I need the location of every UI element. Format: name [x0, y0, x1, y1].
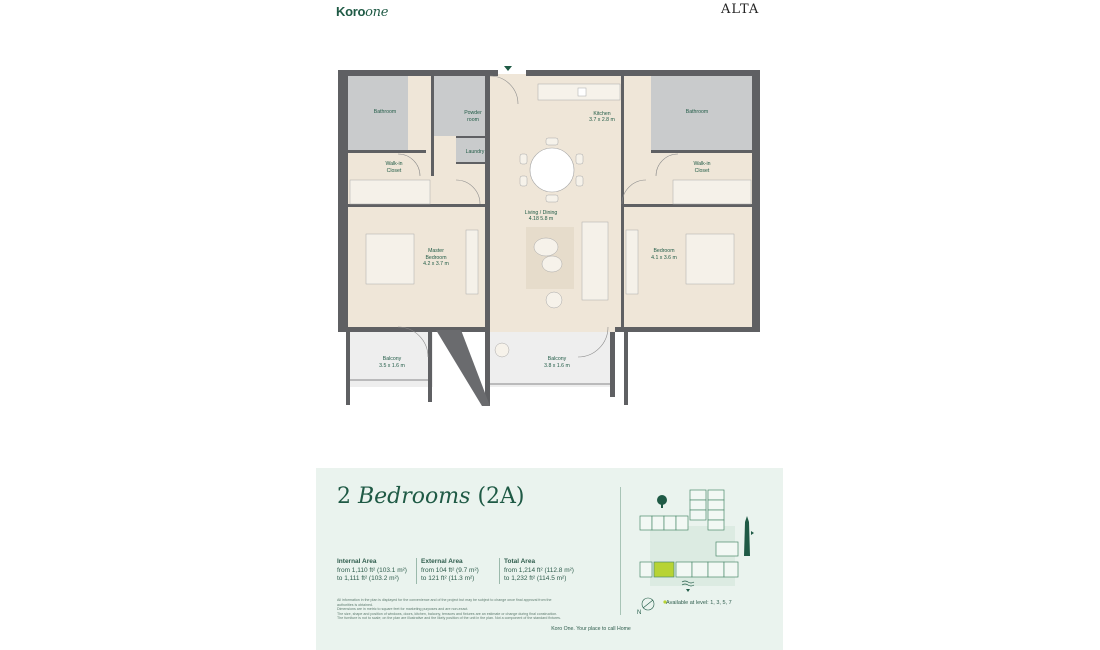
label-bedroom: Bedroom: [653, 248, 674, 254]
label-bedroom-size: 4.1 x 3.6 m: [651, 255, 677, 261]
bathroom-left-floor: [348, 74, 408, 150]
tree-icon: [657, 495, 667, 505]
label-bathroom-right: Bathroom: [686, 109, 709, 115]
unit-title: 2 Bedrooms (2A): [337, 484, 525, 509]
label-walkin-left: Walk-in: [385, 161, 402, 167]
unit-highlight: [653, 561, 675, 578]
laundry-floor: [456, 138, 486, 162]
label-living: Living / Dining: [525, 210, 558, 216]
tower-icon: [744, 516, 750, 556]
availability-levels: Available at level: 1, 3, 5, 7: [666, 600, 732, 606]
balcony-mid-floor: [490, 332, 615, 387]
label-walkin-left-2: Closet: [387, 168, 402, 174]
label-balcony-mid-size: 3.8 x 1.6 m: [544, 363, 570, 369]
label-powder-room: Powder: [464, 110, 482, 116]
site-plan: N: [637, 489, 754, 616]
bathroom-right-floor: [651, 74, 757, 150]
floor-plan: Bathroom Powder room Laundry Kitchen 3.7…: [338, 66, 760, 406]
label-balcony-left: Balcony: [383, 356, 402, 362]
compass-icon: [641, 597, 655, 611]
card-divider: [620, 487, 621, 615]
area-divider: [499, 558, 500, 584]
tagline: Koro One. Your place to call Home: [551, 626, 631, 632]
label-bathroom-left: Bathroom: [374, 109, 397, 115]
label-kitchen: Kitchen: [593, 111, 610, 117]
entry-arrow: [504, 66, 512, 71]
sea-icon: [681, 580, 695, 587]
balcony-divider: [436, 330, 490, 406]
dining-table: [529, 147, 575, 193]
label-living-size: 4.18 5.8 m: [529, 216, 554, 222]
koro-one-logo: Koroone: [336, 4, 389, 20]
label-master-size: 4.2 x 3.7 m: [423, 261, 449, 267]
area-divider: [416, 558, 417, 584]
label-master-2: Bedroom: [425, 255, 446, 261]
balcony-left-floor: [348, 332, 433, 387]
label-walkin-right: Walk-in: [693, 161, 710, 167]
north-label: N: [637, 610, 641, 616]
label-balcony-left-size: 3.5 x 1.6 m: [379, 363, 405, 369]
label-powder-room-2: room: [467, 117, 479, 123]
label-walkin-right-2: Closet: [695, 168, 710, 174]
alta-logo: ALTA: [721, 2, 760, 17]
label-laundry: Laundry: [466, 149, 485, 155]
label-balcony-mid: Balcony: [548, 356, 567, 362]
label-kitchen-size: 3.7 x 2.8 m: [589, 117, 615, 123]
label-master: Master: [428, 248, 444, 254]
powder-room-floor: [431, 74, 486, 136]
disclaimer: All information in the plan is displayed…: [337, 598, 561, 620]
